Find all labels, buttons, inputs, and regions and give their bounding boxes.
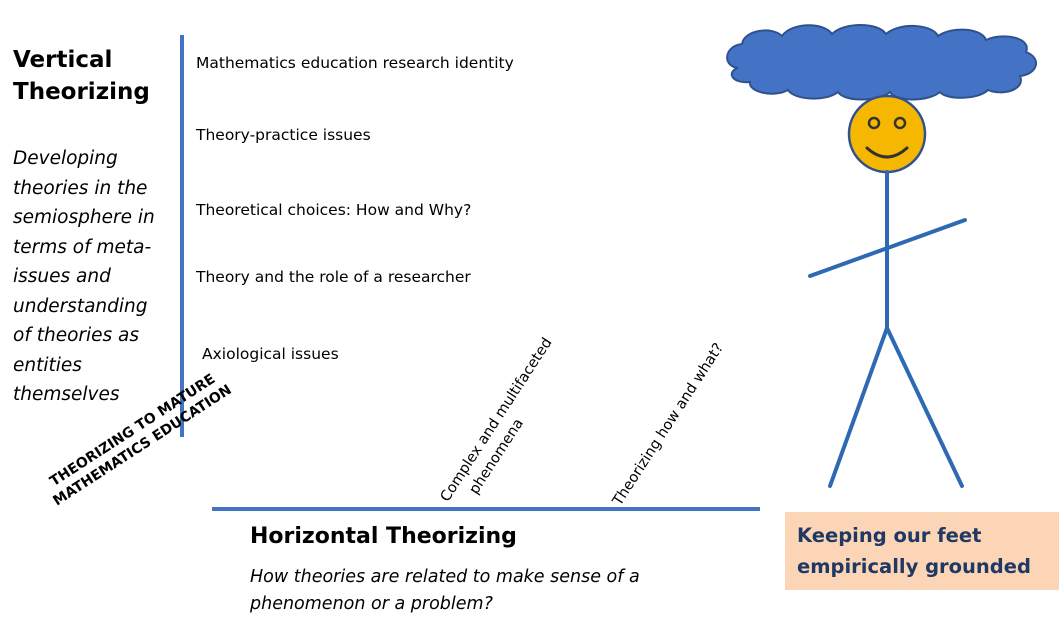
vertical-desc-line: themselves (13, 384, 120, 405)
vertical-axis-line (180, 35, 184, 437)
vertical-item-axiological: Axiological issues (202, 345, 339, 363)
keeping-line2: empirically grounded (797, 555, 1031, 578)
vertical-item-theory-practice: Theory-practice issues (196, 126, 371, 144)
stick-figure-illustration (726, 24, 1037, 488)
horizontal-desc-line1: How theories are related to make sense o… (250, 567, 640, 587)
vertical-desc-line: of theories as (13, 325, 140, 346)
theorizing-how-what-label: Theorizing how and what? (610, 340, 728, 509)
vertical-theorizing-title: Vertical Theorizing (13, 44, 183, 108)
keeping-feet-grounded-box: Keeping our feet empirically grounded (785, 512, 1059, 590)
complex-label-line1: Complex and multifaceted (437, 335, 556, 505)
keeping-line1: Keeping our feet (797, 524, 982, 547)
vertical-title-line2: Theorizing (13, 79, 150, 105)
vertical-desc-line: understanding (13, 295, 148, 317)
complex-label-line2: phenomena (466, 415, 527, 498)
vertical-desc-line: theories in the (13, 177, 148, 199)
horizontal-desc-line2: phenomenon or a problem? (250, 594, 493, 614)
vertical-item-role-of-researcher: Theory and the role of a researcher (196, 268, 471, 286)
vertical-desc-line: issues and (13, 266, 111, 287)
vertical-desc-line: semiosphere in (13, 207, 155, 228)
horizontal-theorizing-description: How theories are related to make sense o… (250, 564, 710, 618)
horizontal-axis-line (212, 507, 760, 511)
smiley-face-icon (847, 94, 927, 174)
vertical-desc-line: terms of meta- (13, 236, 152, 258)
vertical-desc-line: entities (13, 354, 82, 376)
vertical-title-line1: Vertical (13, 47, 113, 73)
complex-phenomena-label: Complex and multifaceted phenomena (436, 334, 574, 517)
vertical-item-theoretical-choices: Theoretical choices: How and Why? (196, 201, 472, 219)
horizontal-theorizing-title: Horizontal Theorizing (250, 524, 517, 549)
cloud-icon (726, 24, 1037, 101)
vertical-item-identity: Mathematics education research identity (196, 54, 514, 72)
vertical-theorizing-description: Developing theories in the semiosphere i… (13, 144, 173, 410)
vertical-desc-line: Developing (13, 148, 118, 169)
stick-body (808, 170, 967, 488)
